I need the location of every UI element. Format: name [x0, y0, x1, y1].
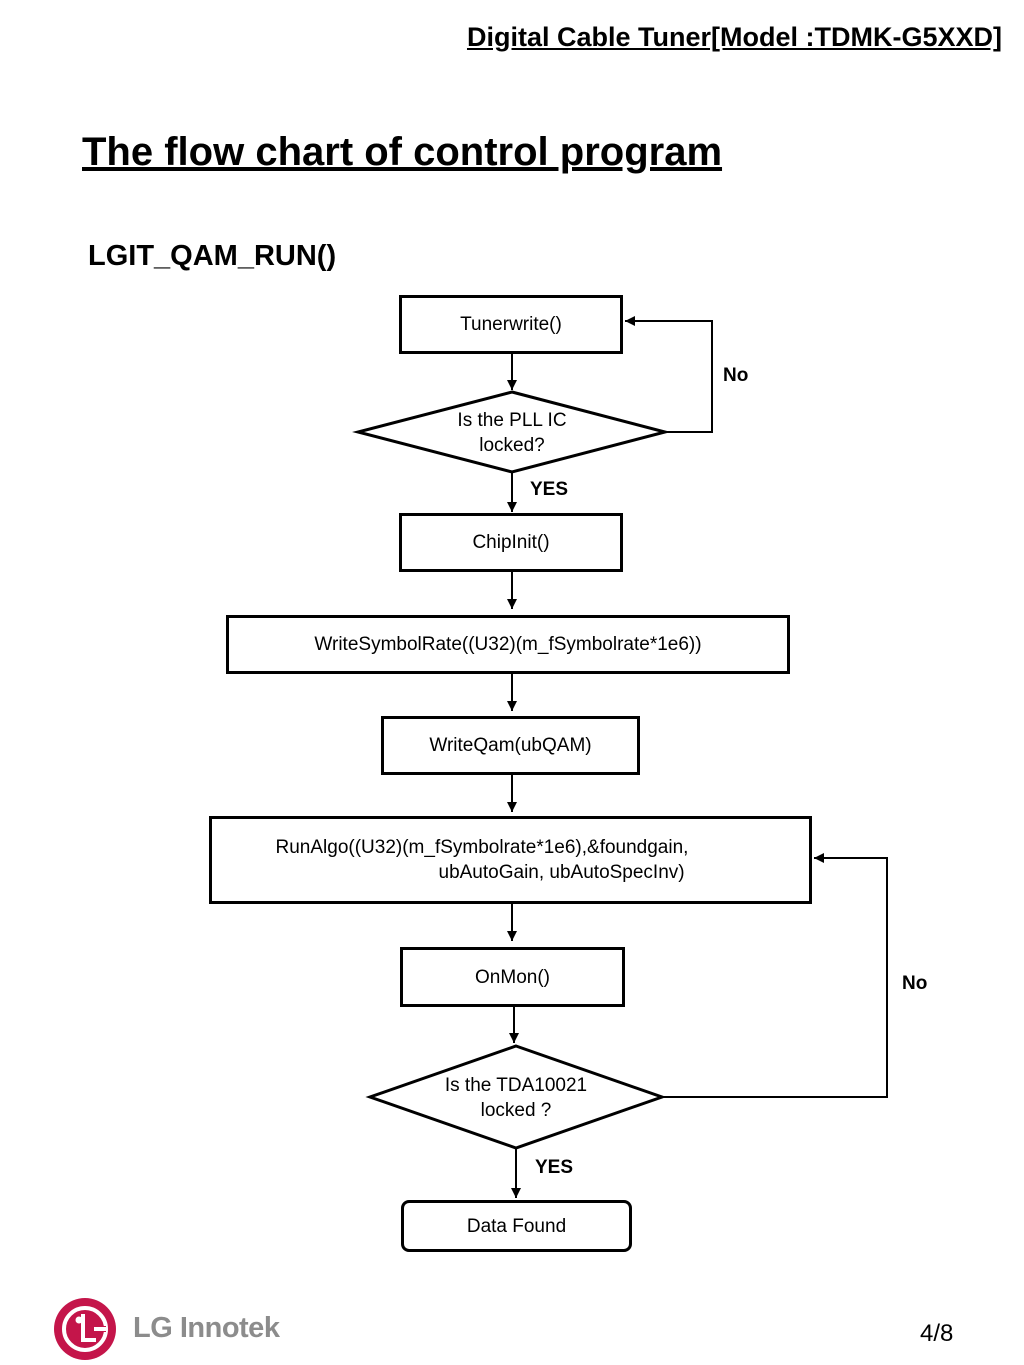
onmon-label: OnMon() [475, 966, 550, 988]
pll-check-label-line1: Is the PLL IC [457, 410, 567, 431]
pll-check-diamond [352, 390, 671, 474]
chipinit-box: ChipInit() [399, 513, 623, 572]
pll-yes-label: YES [530, 479, 569, 500]
chipinit-label: ChipInit() [472, 532, 550, 553]
pll-check-label-line2: locked? [479, 435, 545, 456]
function-name-heading: LGIT_QAM_RUN() [88, 240, 337, 272]
tunerwrite-box: Tunerwrite() [399, 295, 623, 354]
data-found-label: Data Found [466, 1215, 567, 1237]
page-title: The flow chart of control program [82, 130, 723, 174]
run-algo-label-line2: ubAutoGain, ubAutoSpecInv) [438, 862, 685, 883]
tda-check-label: Is the TDA10021 locked ? [416, 1073, 616, 1123]
edge-pll-no-loop [625, 316, 713, 433]
page-number: 4/8 [920, 1320, 954, 1347]
tunerwrite-label: Tunerwrite() [460, 314, 562, 335]
run-algo-label-line1: RunAlgo((U32)(m_fSymbolrate*1e6),&foundg… [275, 837, 689, 858]
pll-check-label: Is the PLL IC locked? [412, 408, 612, 458]
tda-check-label-line2: locked ? [480, 1100, 552, 1121]
tda-no-label: No [902, 973, 928, 994]
pll-no-label: No [723, 365, 749, 386]
data-found-box: Data Found [401, 1200, 632, 1252]
onmon-box: OnMon() [400, 947, 625, 1007]
tda-check-diamond [365, 1044, 667, 1150]
lg-logo-icon [54, 1298, 116, 1360]
write-symbol-rate-label: WriteSymbolRate((U32)(m_fSymbolrate*1e6)… [314, 634, 702, 655]
brand-name: LG Innotek [133, 1312, 280, 1344]
write-symbol-rate-box: WriteSymbolRate((U32)(m_fSymbolrate*1e6)… [226, 615, 790, 674]
tda-check-label-line1: Is the TDA10021 [444, 1075, 588, 1096]
write-qam-label: WriteQam(ubQAM) [429, 735, 592, 756]
tda-yes-label: YES [535, 1157, 574, 1178]
document-header-title: Digital Cable Tuner[Model :TDMK-G5XXD] [466, 22, 1002, 52]
write-qam-box: WriteQam(ubQAM) [381, 716, 640, 775]
edge-tda-no-loop [662, 853, 888, 1098]
run-algo-box: RunAlgo((U32)(m_fSymbolrate*1e6),&foundg… [209, 816, 812, 904]
